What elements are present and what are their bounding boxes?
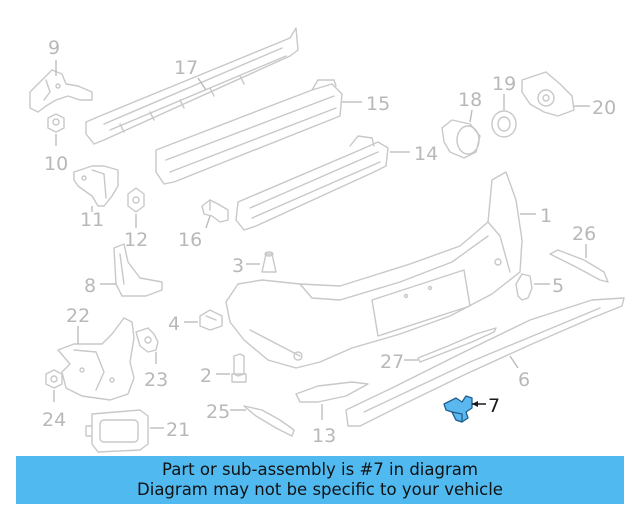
callout-7[interactable]: 7: [488, 395, 500, 417]
callout-3[interactable]: 3: [232, 255, 244, 277]
part-3-push-pin: [261, 251, 277, 273]
callout-14[interactable]: 14: [414, 143, 438, 165]
leader-17: [197, 77, 207, 91]
callout-21[interactable]: 21: [166, 419, 190, 441]
callout-16[interactable]: 16: [178, 229, 202, 251]
part-13-reflector-trim: [295, 381, 369, 403]
part-15-reinforcement-beam: [155, 79, 343, 185]
callout-2[interactable]: 2: [200, 365, 212, 387]
part-8-side-support: [113, 243, 163, 297]
callout-19[interactable]: 19: [492, 73, 516, 95]
leader-18: [469, 109, 473, 123]
callout-23[interactable]: 23: [144, 369, 168, 391]
part-16-bolt: [201, 199, 229, 223]
part-27-trim-strip: [417, 327, 497, 363]
callout-5[interactable]: 5: [552, 275, 564, 297]
part-24-nut: [45, 369, 63, 389]
part-23-bolt: [135, 327, 159, 353]
part-18-sensor: [441, 119, 481, 159]
part-5-reflector: [515, 273, 533, 301]
callout-20[interactable]: 20: [592, 97, 616, 119]
callout-1[interactable]: 1: [540, 205, 552, 227]
exploded-parts-diagram: 9 17 10 11 12 15: [29, 27, 625, 453]
part-12-clip: [127, 187, 145, 213]
part-25-trim-piece: [243, 405, 295, 437]
banner-line-2: Diagram may not be specific to your vehi…: [137, 480, 503, 499]
part-7-bracket-highlighted[interactable]: [443, 395, 473, 423]
part-26-trim-strip: [549, 249, 609, 283]
callout-25[interactable]: 25: [206, 401, 230, 423]
part-9-side-bracket: [29, 69, 93, 113]
callout-17[interactable]: 17: [174, 57, 198, 79]
callout-27[interactable]: 27: [380, 351, 404, 373]
part-4-clip: [199, 309, 223, 331]
part-1-bumper-cover: [225, 171, 523, 369]
callout-11[interactable]: 11: [80, 209, 104, 231]
part-21-sensor-holder: [85, 409, 149, 453]
callout-9[interactable]: 9: [48, 37, 60, 59]
callout-8[interactable]: 8: [84, 275, 96, 297]
part-10-nut: [47, 113, 65, 133]
callout-18[interactable]: 18: [458, 89, 482, 111]
callout-13[interactable]: 13: [312, 425, 336, 447]
part-20-bracket-assembly: [521, 71, 575, 117]
part-14-lower-absorber: [235, 135, 389, 231]
part-19-sensor-bezel: [491, 110, 517, 138]
callout-15[interactable]: 15: [366, 93, 390, 115]
callout-26[interactable]: 26: [572, 223, 596, 245]
callout-12[interactable]: 12: [124, 229, 148, 251]
leader-16: [205, 215, 211, 229]
info-banner: Part or sub-assembly is #7 in diagram Di…: [16, 456, 624, 504]
callout-4[interactable]: 4: [168, 313, 180, 335]
callout-22[interactable]: 22: [66, 305, 90, 327]
callout-10[interactable]: 10: [44, 153, 68, 175]
part-22-bracket-assembly: [57, 317, 135, 401]
callout-6[interactable]: 6: [518, 369, 530, 391]
part-2-bolt: [231, 353, 247, 383]
leader-7-arrowhead: [472, 401, 478, 407]
part-6-lower-diffuser: [345, 297, 625, 427]
part-11-bracket: [73, 165, 119, 207]
banner-line-1: Part or sub-assembly is #7 in diagram: [162, 460, 478, 479]
part-17-upper-absorber: [85, 27, 299, 145]
leader-6: [509, 355, 519, 369]
callout-24[interactable]: 24: [42, 409, 66, 431]
